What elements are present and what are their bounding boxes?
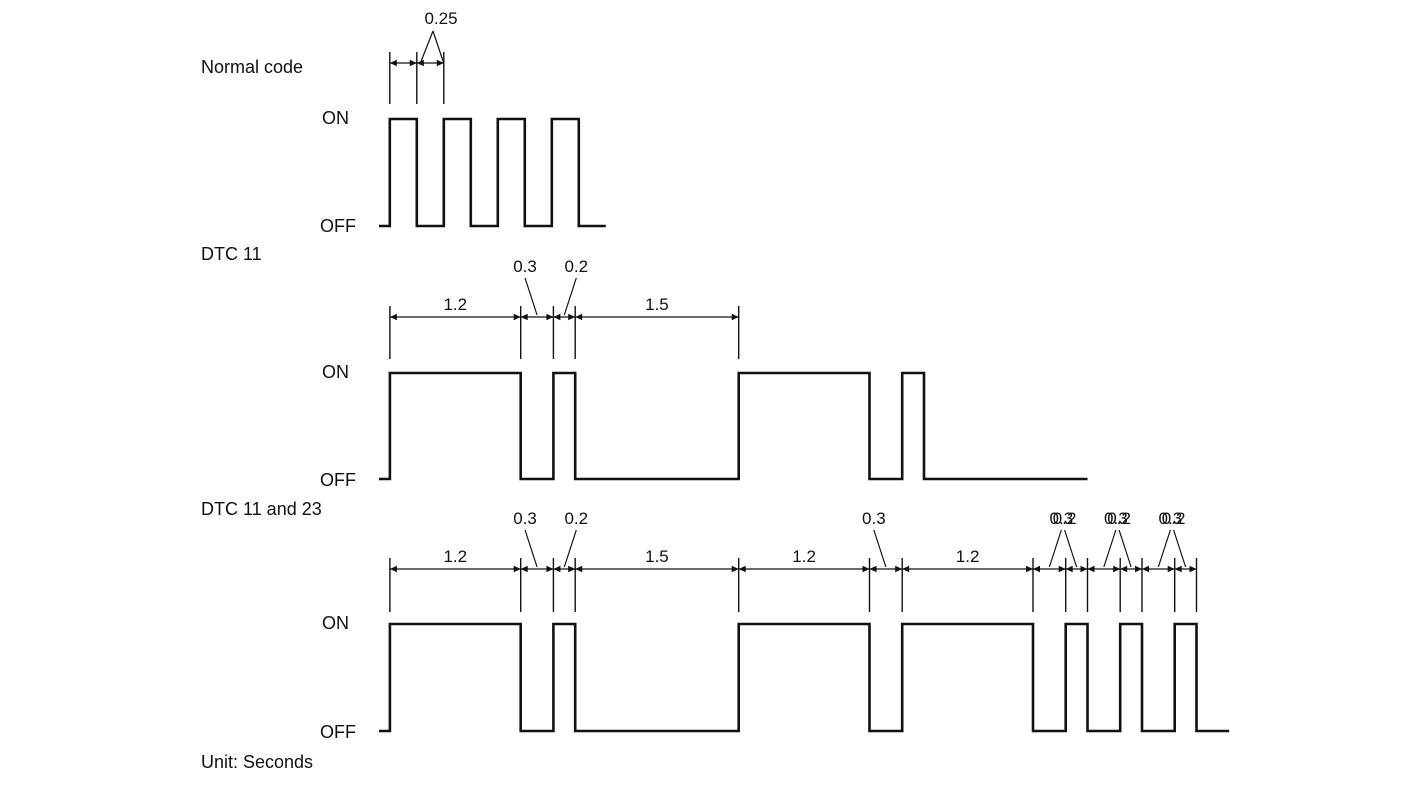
waveform-dtc-11-and-23 xyxy=(379,622,1230,733)
extension-lines xyxy=(389,306,740,359)
dimension-arrows xyxy=(389,313,739,321)
dimension-arrow xyxy=(520,313,554,321)
dimension-label: 0.2 xyxy=(1107,509,1131,528)
dimension-arrow xyxy=(553,565,576,573)
dimension-leader xyxy=(873,529,887,568)
dimension-arrow xyxy=(389,59,417,67)
dimension-leader xyxy=(1118,529,1132,568)
dimension-arrow xyxy=(1087,565,1121,573)
dimension-label: 0.2 xyxy=(564,509,588,528)
unit-note: Unit: Seconds xyxy=(201,752,313,772)
dimension-arrow xyxy=(1033,565,1066,573)
dimension-arrows xyxy=(389,565,1197,573)
dimension-leader xyxy=(524,277,538,316)
waveform-dtc-11 xyxy=(379,371,1088,481)
dimension-arrow xyxy=(869,565,903,573)
dimension-leader xyxy=(1157,529,1171,568)
panel-title-dtc-11: DTC 11 xyxy=(201,244,262,264)
dimension-leader xyxy=(563,529,577,568)
dimension-arrow xyxy=(1142,565,1175,573)
dimension-leader xyxy=(1173,529,1187,568)
dimension-label: 1.2 xyxy=(443,295,467,314)
off-label-dtc-11-and-23: OFF xyxy=(320,722,356,742)
dimension-arrow xyxy=(902,565,1033,573)
panel-dtc-11: DTC 11 ON OFF 1.2 0.3 0.2 1.5 xyxy=(201,244,1088,490)
dimension-label: 1.5 xyxy=(645,547,669,566)
dimension-label: 0.2 xyxy=(564,257,588,276)
dimension-label: 1.2 xyxy=(443,547,467,566)
dimension-arrow xyxy=(520,565,554,573)
dimension-labels: 1.2 0.3 0.2 1.5 xyxy=(443,257,669,316)
dimension-label: 0.3 xyxy=(1104,509,1128,528)
on-label-normal-code: ON xyxy=(322,108,349,128)
dimension-label: 0.2 xyxy=(1162,509,1186,528)
dimension-arrow xyxy=(416,59,444,67)
dimension-arrow xyxy=(1174,565,1197,573)
dimension-arrows xyxy=(389,59,444,67)
dimension-arrow xyxy=(1065,565,1088,573)
dimension-leader xyxy=(1064,529,1078,568)
dimension-label: 1.2 xyxy=(792,547,816,566)
off-label-normal-code: OFF xyxy=(320,216,356,236)
dimension-arrow xyxy=(389,313,521,321)
dimension-arrow xyxy=(389,565,521,573)
dimension-arrow xyxy=(575,313,739,321)
off-label-dtc-11: OFF xyxy=(320,470,356,490)
dimension-leader xyxy=(1103,529,1117,568)
dimension-label: 1.5 xyxy=(645,295,669,314)
dimension-arrow xyxy=(553,313,576,321)
dimension-label: 0.3 xyxy=(513,509,537,528)
dimension-leader xyxy=(1048,529,1062,568)
dimension-label: 0.2 xyxy=(1053,509,1077,528)
dimension-arrow xyxy=(738,565,870,573)
dimension-arrow xyxy=(1120,565,1142,573)
extension-lines xyxy=(389,558,1198,612)
dimension-leader-lines xyxy=(419,30,445,65)
panel-title-dtc-11-and-23: DTC 11 and 23 xyxy=(201,499,322,519)
dimension-label-0.25: 0.25 xyxy=(424,9,457,28)
extension-lines xyxy=(389,52,445,104)
panel-normal-code: Normal code ON OFF 0.25 xyxy=(201,9,606,236)
dimension-label: 0.3 xyxy=(1159,509,1183,528)
dimension-label: 1.2 xyxy=(956,547,980,566)
dimension-label: 0.3 xyxy=(1050,509,1074,528)
dimension-leader xyxy=(563,277,577,316)
waveform-normal-code xyxy=(379,117,606,228)
on-label-dtc-11: ON xyxy=(322,362,349,382)
dimension-label: 0.3 xyxy=(513,257,537,276)
dimension-leader xyxy=(524,529,538,568)
dimension-arrow xyxy=(575,565,739,573)
dimension-label: 0.3 xyxy=(862,509,886,528)
on-label-dtc-11-and-23: ON xyxy=(322,613,349,633)
panel-title-normal-code: Normal code xyxy=(201,57,303,77)
